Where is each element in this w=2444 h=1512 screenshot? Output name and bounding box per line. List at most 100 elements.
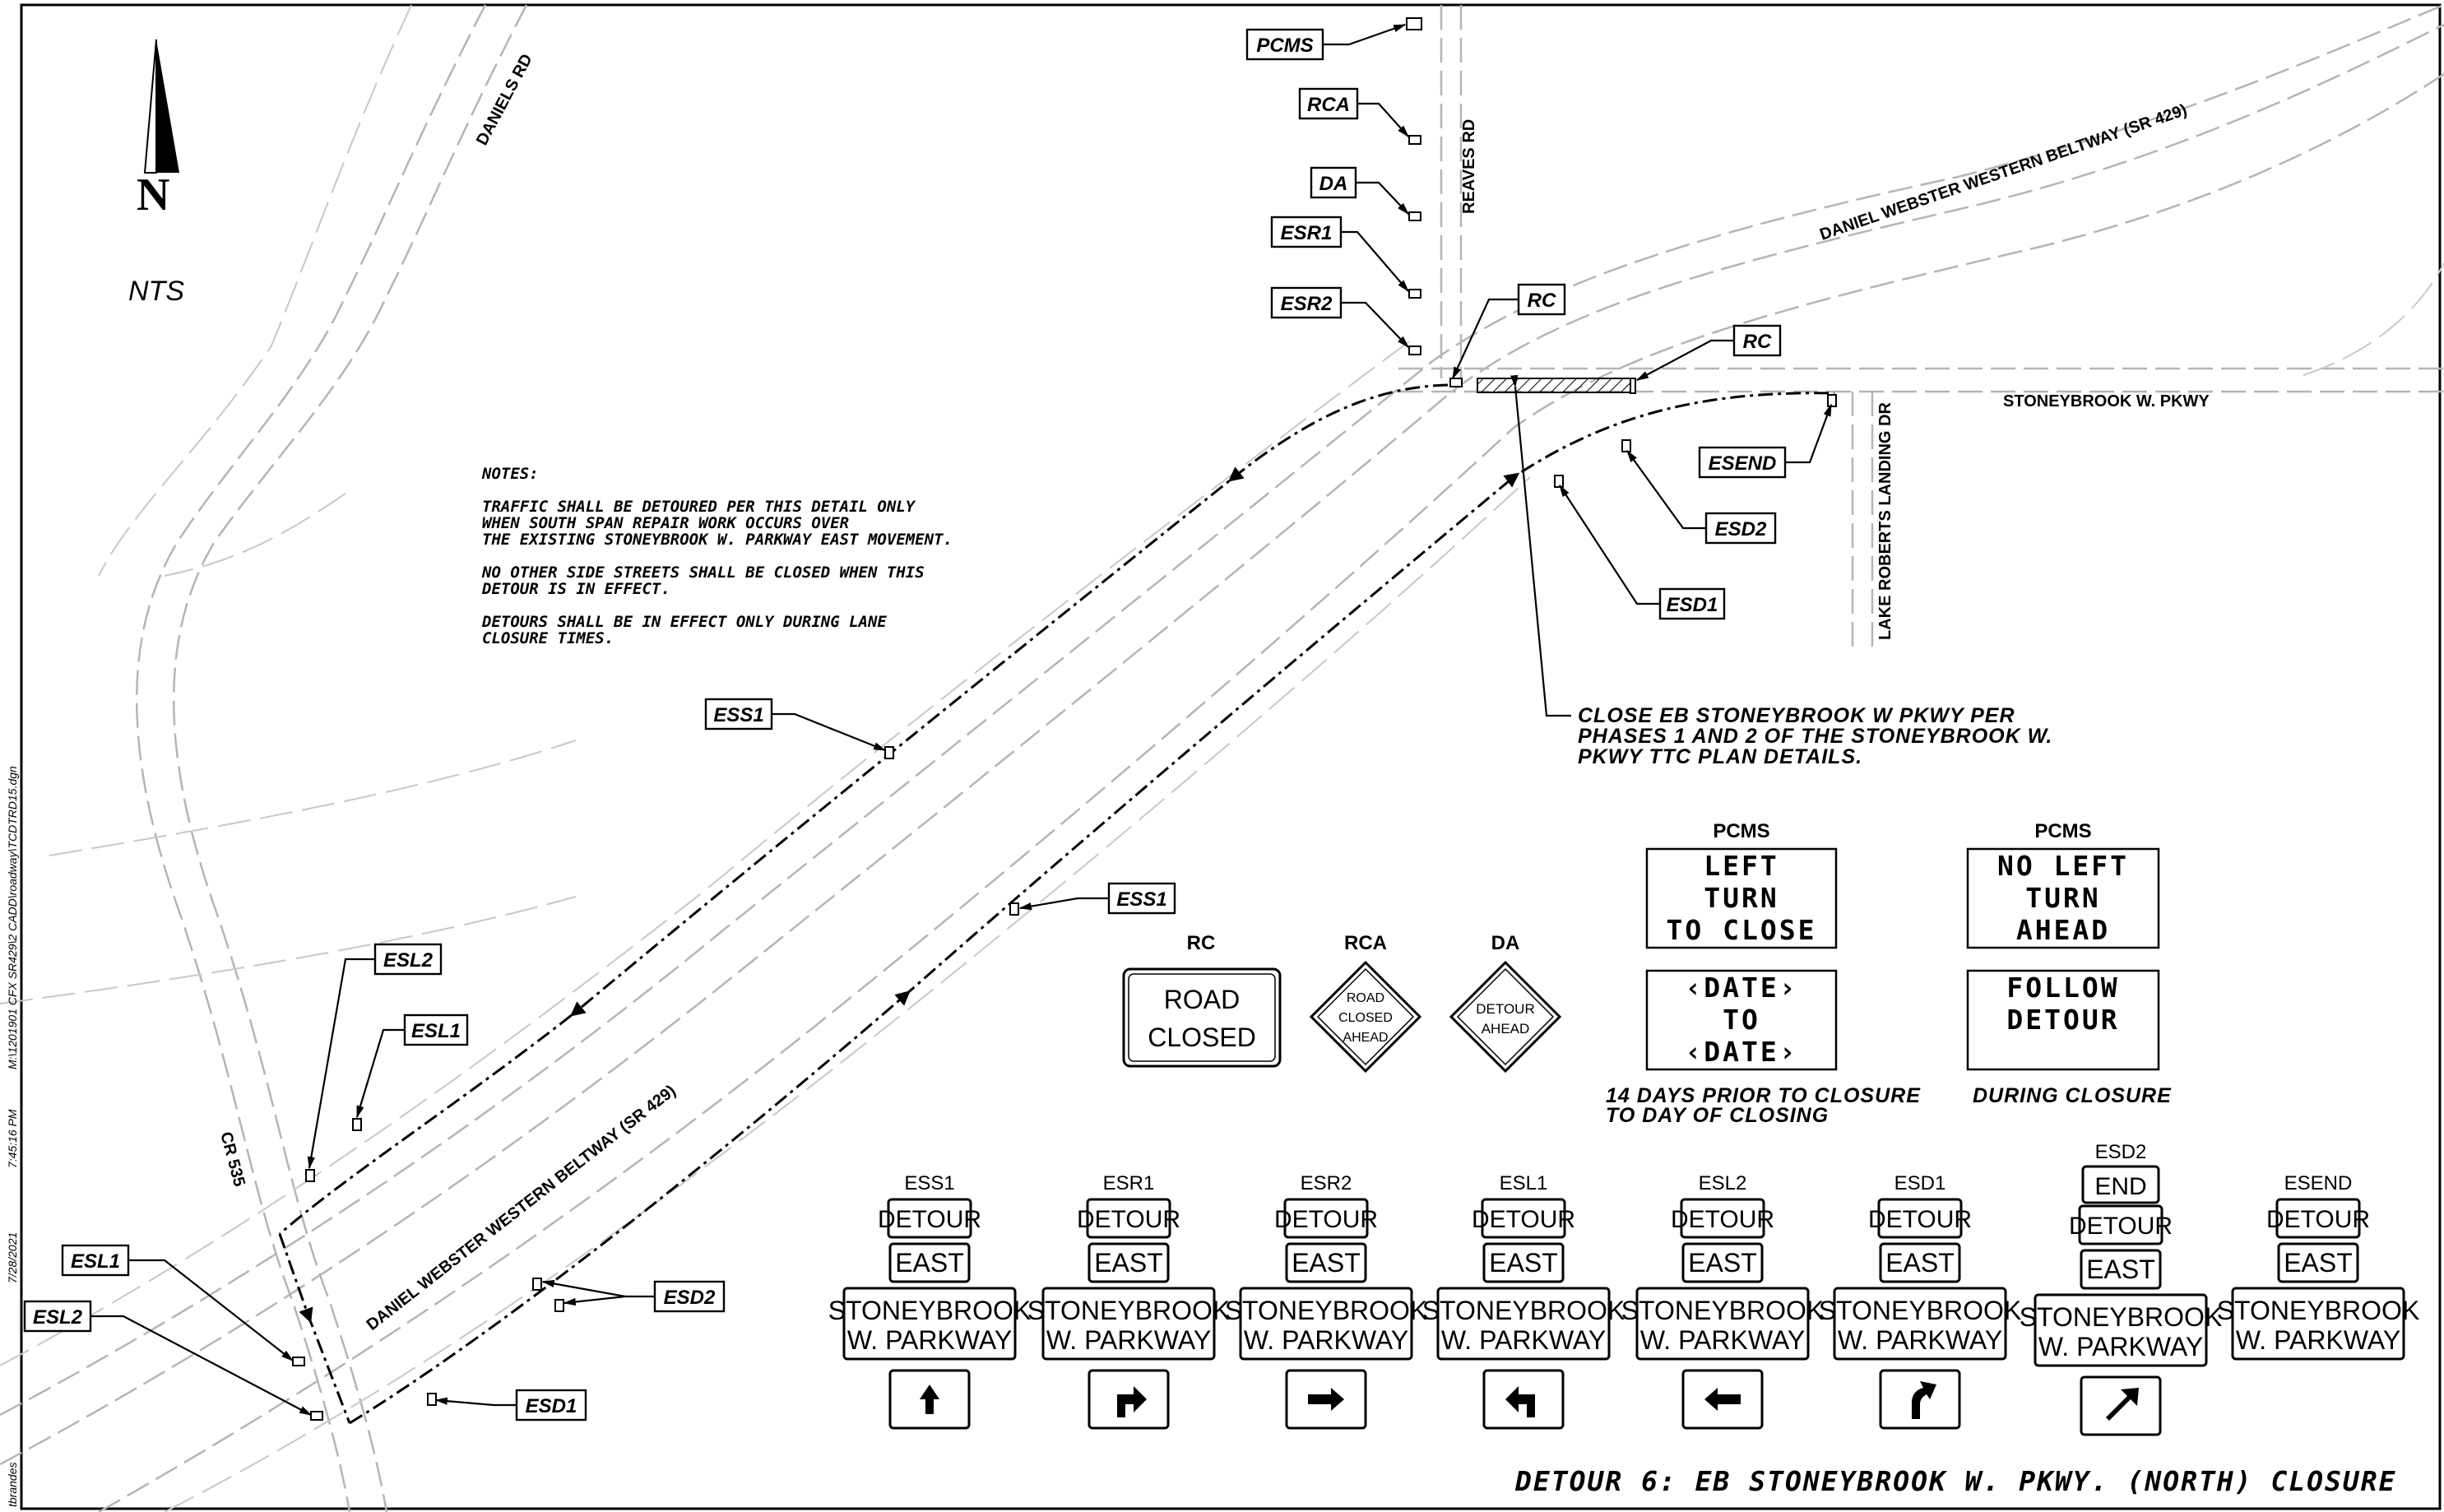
east-plate-text: EAST xyxy=(1292,1248,1361,1278)
assembly-id-label: ESD1 xyxy=(1894,1172,1946,1194)
turn-left-arrow-icon xyxy=(1505,1386,1535,1417)
tag-esend: ESEND xyxy=(1709,452,1777,475)
tag-esl1-top: ESL1 xyxy=(411,1020,461,1042)
legend-rc-line1: ROAD xyxy=(1164,985,1240,1014)
legend-rc-title: RC xyxy=(1187,932,1216,954)
detour-plate xyxy=(2078,1204,2163,1245)
east-plate-text: EAST xyxy=(1688,1248,1757,1278)
east-plate-text: EAST xyxy=(895,1248,964,1278)
assembly-id-label: ESS1 xyxy=(904,1172,954,1194)
closure-hatch xyxy=(1477,378,1635,393)
east-plate-text: EAST xyxy=(2086,1255,2155,1284)
note-line: TRAFFIC SHALL BE DETOURED PER THIS DETAI… xyxy=(482,498,916,516)
east-plate xyxy=(1482,1242,1565,1283)
footer-title: DETOUR 6: EB STONEYBROOK W. PKWY. (NORTH… xyxy=(1514,1465,2397,1497)
sign-placement-markers xyxy=(292,17,1837,1421)
pcms2-panel2-line: FOLLOW xyxy=(2006,972,2119,1004)
pcms1-panel2-line: TO xyxy=(1723,1004,1760,1036)
tag-esd2-top: ESD2 xyxy=(1715,518,1767,540)
detour-plate-text: DETOUR xyxy=(1868,1206,1972,1233)
tag-esr1: ESR1 xyxy=(1281,222,1333,244)
sign-tags: PCMS RCA DA ESR1 ESR2 RC RC ESEND ESD2 xyxy=(23,23,1833,1422)
route-plate-line1: STONEYBROOK xyxy=(1027,1296,1231,1325)
note-line: DETOUR IS IN EFFECT. xyxy=(481,580,670,598)
route-plate xyxy=(2034,1293,2208,1367)
pcms1-panel1-line: LEFT xyxy=(1704,850,1779,882)
right-arrow-icon xyxy=(1308,1388,1344,1411)
route-plate-line1: STONEYBROOK xyxy=(2217,1296,2420,1325)
route-plate-line1: STONEYBROOK xyxy=(1225,1296,1428,1325)
north-arrow: N NTS xyxy=(128,39,184,307)
route-plate xyxy=(1239,1287,1413,1361)
daniels-rd-label: DANIELS RD xyxy=(473,51,536,148)
assembly-id-label: ESD2 xyxy=(2095,1141,2147,1163)
east-plate xyxy=(1285,1242,1367,1283)
tag-rc-2: RC xyxy=(1743,331,1772,353)
pcms1-panel2-line: ‹DATE› xyxy=(1685,1036,1797,1068)
legend-rca: RCA ROAD CLOSED AHEAD xyxy=(1309,932,1422,1074)
tag-esd1-bottom: ESD1 xyxy=(526,1395,577,1417)
east-plate-text: EAST xyxy=(1885,1248,1955,1278)
route-plate-line2: W. PARKWAY xyxy=(1046,1325,1211,1355)
legend-pcms2-title: PCMS xyxy=(2034,820,2091,842)
legend-da-line1: DETOUR xyxy=(1476,1001,1534,1017)
nts-label: NTS xyxy=(128,276,184,307)
tag-box-esl2-left xyxy=(23,1300,92,1333)
route-plate-line1: STONEYBROOK xyxy=(1422,1296,1625,1325)
detour-plate-text: DETOUR xyxy=(878,1206,981,1233)
east-plate xyxy=(2277,1242,2359,1283)
route-plate xyxy=(1833,1287,2007,1361)
stoneybrook-label: STONEYBROOK W. PKWY xyxy=(2003,392,2210,410)
margin-user: tbrandes xyxy=(6,1463,19,1507)
assembly-id-label: ESL2 xyxy=(1699,1172,1747,1194)
tag-box-esl2-top xyxy=(373,943,443,976)
tag-box-rc-1 xyxy=(1517,283,1566,316)
detour-plate xyxy=(2275,1198,2361,1239)
tag-box-esd1-bottom xyxy=(515,1389,587,1422)
closure-note-line: PHASES 1 AND 2 OF THE STONEYBROOK W. xyxy=(1578,725,2052,748)
pcms2-panel1-line: TURN xyxy=(2025,882,2100,914)
closure-note-line: PKWY TTC PLAN DETAILS. xyxy=(1578,745,1862,768)
route-plate-line2: W. PARKWAY xyxy=(1441,1325,1606,1355)
legend-pcms1-title: PCMS xyxy=(1713,820,1769,842)
legend-rca-line2: CLOSED xyxy=(1338,1011,1393,1025)
pcms1-caption-line: 14 DAYS PRIOR TO CLOSURE xyxy=(1606,1084,1921,1107)
tag-ess1-top: ESS1 xyxy=(713,704,763,726)
margin-date: 7/28/2021 xyxy=(6,1232,19,1283)
detour-plate-text: DETOUR xyxy=(1077,1206,1180,1233)
east-plate-text: EAST xyxy=(1094,1248,1163,1278)
detour-plate xyxy=(1086,1198,1171,1239)
east-plate xyxy=(888,1242,971,1283)
route-plate-line1: STONEYBROOK xyxy=(2020,1302,2223,1332)
detour-plate xyxy=(887,1198,972,1239)
east-plate-text: EAST xyxy=(2284,1248,2353,1278)
east-plate-text: EAST xyxy=(1489,1248,1558,1278)
route-plate-line1: STONEYBROOK xyxy=(1621,1296,1825,1325)
legend-da-title: DA xyxy=(1491,932,1520,954)
tag-esd2-bottom: ESD2 xyxy=(664,1287,716,1309)
assembly-id-label: ESR2 xyxy=(1301,1172,1352,1194)
detour-plate-text: DETOUR xyxy=(2069,1213,2173,1240)
route-plate-line2: W. PARKWAY xyxy=(1640,1325,1805,1355)
note-line: THE EXISTING STONEYBROOK W. PARKWAY EAST… xyxy=(482,531,953,549)
sheet-border xyxy=(20,3,2442,1510)
legend-rc-line2: CLOSED xyxy=(1148,1023,1256,1052)
east-plate xyxy=(1088,1242,1170,1283)
route-plate-line2: W. PARKWAY xyxy=(1838,1325,2002,1355)
pcms1-panel1-line: TO CLOSE xyxy=(1667,914,1817,946)
east-plate xyxy=(1681,1242,1764,1283)
note-line: DETOURS SHALL BE IN EFFECT ONLY DURING L… xyxy=(481,613,887,631)
legend-pcms-2: PCMS NO LEFT TURN AHEAD FOLLOW DETOUR DU… xyxy=(1966,820,2171,1107)
tag-box-pcms xyxy=(1245,28,1324,61)
bend-right-arrow-icon xyxy=(1912,1381,1936,1419)
turn-right-arrow-icon xyxy=(1117,1386,1147,1417)
assembly-id-label: ESR1 xyxy=(1103,1172,1155,1194)
east-plate xyxy=(2080,1249,2162,1290)
tag-esl1-left: ESL1 xyxy=(71,1250,120,1273)
tag-box-ess1-top xyxy=(704,698,773,730)
